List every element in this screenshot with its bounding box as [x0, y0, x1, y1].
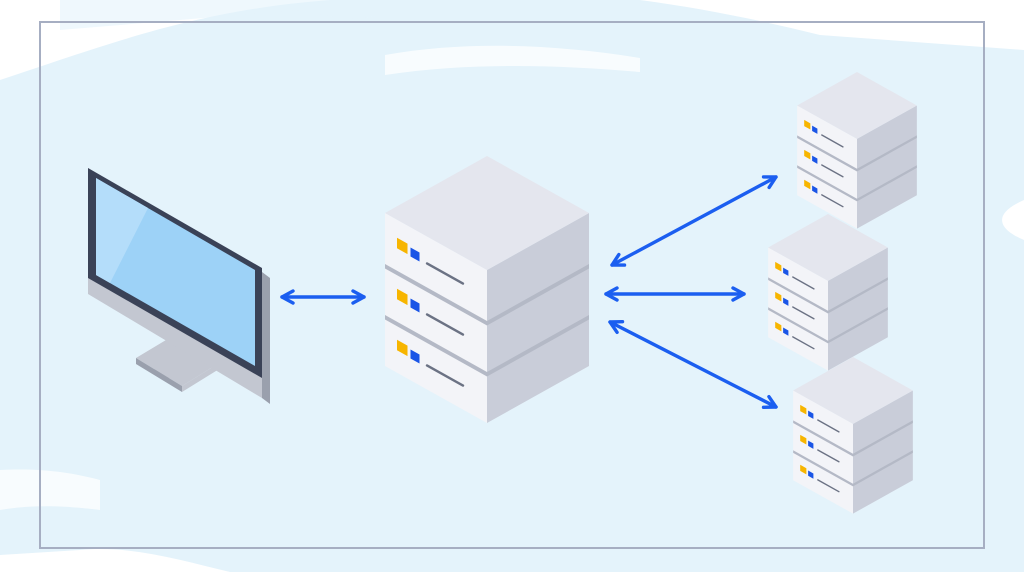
server-unit-divider — [385, 264, 487, 326]
server-led-blue — [808, 410, 814, 419]
server-led-yellow — [775, 291, 782, 302]
server-led-yellow — [804, 149, 811, 160]
server-slot-line — [792, 276, 815, 290]
frame-border — [39, 21, 985, 549]
server-slot-line — [821, 194, 844, 208]
server-slot-line — [425, 262, 465, 285]
server-led-yellow — [804, 119, 811, 130]
screen-reflection — [96, 178, 148, 283]
server-led-blue — [410, 349, 420, 364]
server-led-blue — [410, 247, 420, 262]
server-slot-line — [792, 306, 815, 320]
server-top-face — [385, 156, 589, 270]
backend-server-stack-bottom — [793, 357, 913, 514]
server-top-face — [768, 214, 888, 281]
server-unit-divider — [828, 307, 888, 344]
server-led-yellow — [397, 288, 408, 306]
server-unit-divider — [828, 277, 888, 314]
server-led-yellow — [800, 434, 807, 445]
server-unit-divider — [487, 315, 589, 377]
server-slot-line — [425, 313, 465, 336]
server-right-face — [828, 247, 888, 371]
server-unit-divider — [857, 165, 917, 202]
server-slot-line — [792, 336, 815, 350]
server-unit-divider — [853, 420, 913, 457]
server-right-face — [853, 390, 913, 514]
hub-server-stack — [385, 156, 589, 423]
server-unit-divider — [853, 450, 913, 487]
server-led-blue — [812, 125, 818, 134]
server-unit-divider — [768, 277, 828, 314]
server-led-blue — [410, 298, 420, 313]
backend-server-stack-top — [797, 72, 917, 229]
server-led-blue — [783, 327, 789, 336]
arrow-hub-backend-bottom — [608, 319, 778, 410]
server-unit-divider — [797, 165, 857, 202]
server-slot-line — [821, 164, 844, 178]
server-slot-line — [817, 449, 840, 463]
server-slot-line — [425, 364, 465, 387]
server-slot-line — [821, 134, 844, 148]
client-monitor — [88, 168, 270, 404]
server-led-blue — [812, 155, 818, 164]
brush-streaks — [0, 19, 1024, 510]
arrow-hub-backend-top — [610, 175, 778, 267]
server-led-blue — [812, 185, 818, 194]
server-unit-divider — [857, 135, 917, 172]
server-led-yellow — [804, 179, 811, 190]
server-unit-divider — [487, 264, 589, 326]
connection-arrows — [280, 175, 778, 410]
server-left-face — [797, 105, 857, 229]
server-led-yellow — [397, 339, 408, 357]
server-unit-divider — [793, 450, 853, 487]
server-led-yellow — [800, 464, 807, 475]
server-slot-line — [817, 419, 840, 433]
server-right-face — [857, 105, 917, 229]
server-led-blue — [808, 470, 814, 479]
server-unit-divider — [793, 420, 853, 457]
backend-server-stack-middle — [768, 214, 888, 371]
server-unit-divider — [768, 307, 828, 344]
server-unit-divider — [385, 315, 487, 377]
server-left-face — [793, 390, 853, 514]
server-top-face — [797, 72, 917, 139]
server-led-blue — [783, 297, 789, 306]
server-unit-divider — [797, 135, 857, 172]
server-led-blue — [808, 440, 814, 449]
server-led-yellow — [397, 237, 408, 255]
server-left-face — [385, 213, 487, 423]
server-slot-line — [817, 479, 840, 493]
server-left-face — [768, 247, 828, 371]
server-led-yellow — [800, 404, 807, 415]
server-right-face — [487, 213, 589, 423]
server-top-face — [793, 357, 913, 424]
server-led-blue — [783, 267, 789, 276]
